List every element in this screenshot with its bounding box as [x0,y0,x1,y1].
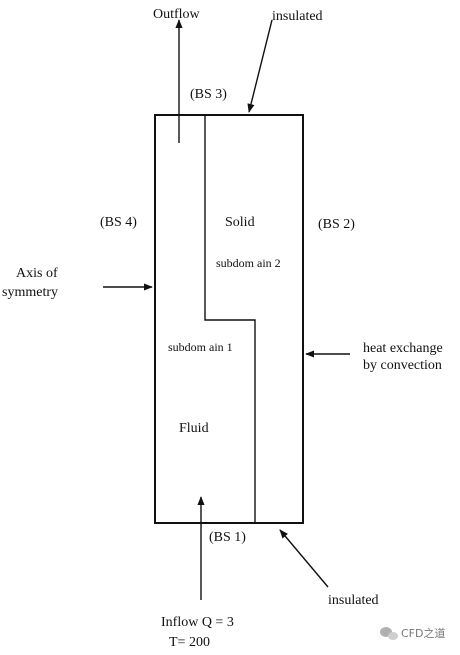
insulated-bottom-label: insulated [328,593,379,608]
subdomain1-label: subdom ain 1 [168,340,233,354]
inflow-label-line1: Inflow Q = 3 [161,615,234,630]
axis-label-line2: symmetry [2,285,58,300]
heat-exchange-label-line1: heat exchange [363,341,443,356]
fluid-label: Fluid [179,421,209,436]
insulated-bottom-arrow [279,529,329,588]
outflow-label: Outflow [153,7,201,22]
subdomain2-label: subdom ain 2 [216,256,281,270]
wechat-icon [380,627,398,640]
heat-exchange-label-line2: by convection [363,358,442,373]
inflow-label-line2: T= 200 [169,635,210,650]
insulated-top-label: insulated [272,9,323,24]
solid-label: Solid [225,215,255,230]
fluid-solid-interface [204,115,256,523]
domain-boundary [154,114,304,524]
watermark-text: CFD之道 [401,626,445,640]
bs3-label: (BS 3) [190,87,227,102]
axis-label-line1: Axis of [16,266,58,281]
bs4-label: (BS 4) [100,215,137,230]
insulated-top-arrow [247,19,273,113]
bs2-label: (BS 2) [318,217,355,232]
bs1-label: (BS 1) [209,530,246,545]
